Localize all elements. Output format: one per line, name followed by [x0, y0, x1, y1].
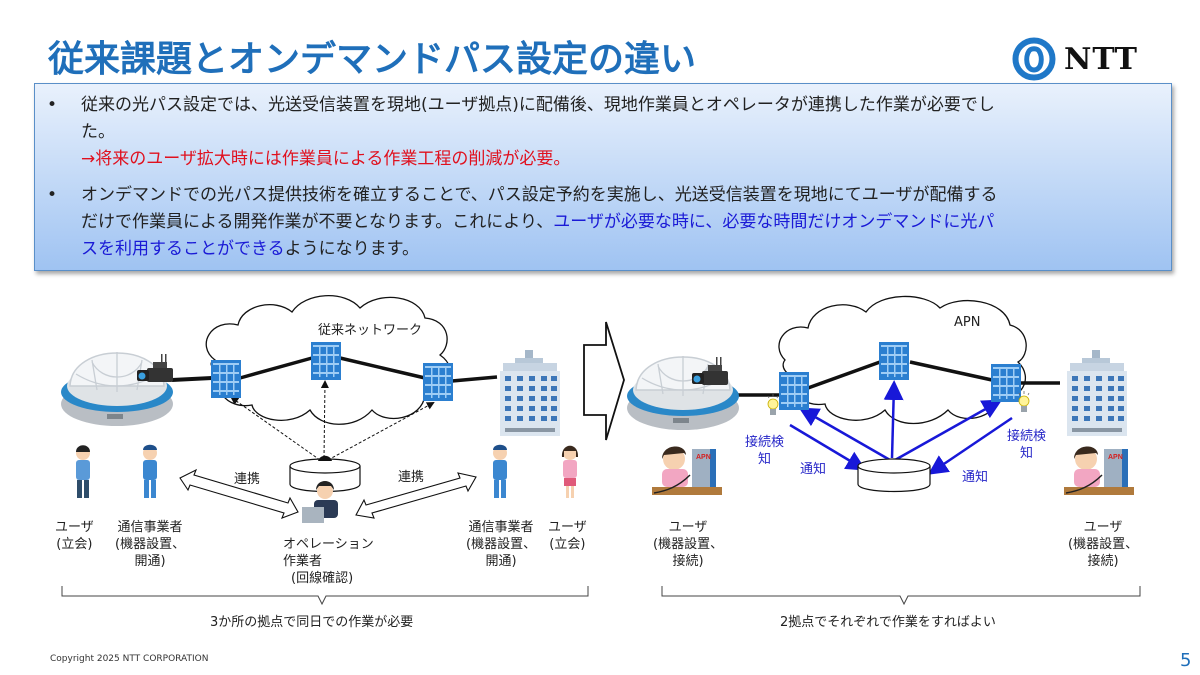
user-right-label-line1: ユーザ — [548, 520, 587, 535]
apn-link-node1-node2 — [807, 360, 881, 390]
page-number: 5 — [1180, 650, 1192, 671]
coordination-label-right: 連携 — [398, 470, 425, 485]
summary-item-1: 従来の光パス設定では、光送受信装置を現地(ユーザ拠点)に配備後、現地作業員とオペ… — [81, 92, 1161, 173]
apn-controller-cylinder — [857, 458, 931, 493]
apn-user-right-label: ユーザ (機器設置、 接続) — [1068, 519, 1138, 570]
ntt-logo-text: NTT — [1064, 41, 1139, 77]
apn-user-left-label: ユーザ (機器設置、 接続) — [653, 519, 723, 570]
legacy-node-3-icon — [423, 363, 453, 401]
coordination-arrow-left — [179, 468, 299, 519]
stadium-dome-right-icon — [626, 355, 740, 431]
bullet-2: • — [47, 185, 58, 205]
detect-label-right-line1: 接続検 — [1007, 429, 1047, 444]
apn-user-right-label-line3: 接続) — [1087, 554, 1119, 569]
carrier-right-label-line3: 開通) — [485, 554, 517, 569]
coordination-arrow-right — [355, 472, 477, 519]
apn-user-left-label-line3: 接続) — [672, 554, 704, 569]
office-building-icon — [500, 350, 560, 436]
operation-server-cylinder — [289, 455, 361, 493]
user-apn-right-icon — [1063, 445, 1135, 496]
user-right-label: ユーザ (立会) — [548, 519, 587, 553]
link-node1-node2 — [239, 356, 313, 380]
user-apn-left-icon — [651, 445, 723, 496]
left-summary-label: 3か所の拠点で同日での作業が必要 — [210, 615, 414, 630]
apn-user-right-label-line1: ユーザ — [1083, 520, 1123, 535]
summary-item-2-line2: だけで作業員による開発作業が不要となります。これにより、ユーザが必要な時に、必要… — [81, 209, 1161, 236]
notify-label-left: 通知 — [800, 462, 827, 477]
summary-item-1-line1: 従来の光パス設定では、光送受信装置を現地(ユーザ拠点)に配備後、現地作業員とオペ… — [81, 95, 995, 115]
ntt-logo-icon — [1012, 37, 1056, 81]
control-arrow-2 — [320, 380, 329, 459]
user-left-label: ユーザ (立会) — [55, 519, 94, 553]
summary-item-2-line1: オンデマンドでの光パス提供技術を確立することで、パス設定予約を実施し、光送受信装… — [81, 185, 998, 205]
detect-label-right-line2: 知 — [1020, 446, 1034, 461]
right-group-brace — [661, 586, 1141, 606]
operator-label-line1: オペレーション — [283, 537, 374, 552]
carrier-left-label-line1: 通信事業者 — [117, 520, 183, 535]
user-left-label-line1: ユーザ — [55, 520, 94, 535]
right-summary-label: 2拠点でそれぞれで作業をすればよい — [780, 615, 996, 630]
control-arrow-apn-1 — [798, 407, 891, 462]
carrier-left-label-line3: 開通) — [134, 554, 166, 569]
carrier-left-label-line2: (機器設置、 — [115, 537, 186, 552]
notify-arrow-left — [789, 423, 867, 471]
carrier-worker-right-icon — [493, 444, 507, 498]
operator-label: オペレーション 作業者 (回線確認) — [283, 536, 374, 587]
user-left-label-line2: (立会) — [56, 537, 93, 552]
summary-item-2-line3-plain: ようになります。 — [284, 239, 419, 259]
legacy-node-1-icon — [211, 360, 241, 398]
connection-detect-bulb-left-icon — [767, 393, 779, 416]
carrier-left-label: 通信事業者 (機器設置、 開通) — [115, 519, 185, 570]
apn-user-left-label-line2: (機器設置、 — [653, 537, 724, 552]
control-arrow-apn-3 — [894, 399, 1003, 462]
detect-label-right: 接続検 知 — [1007, 428, 1046, 462]
user-left-icon — [76, 445, 90, 498]
summary-box: • 従来の光パス設定では、光送受信装置を現地(ユーザ拠点)に配備後、現地作業員と… — [34, 83, 1172, 271]
detect-label-left: 接続検 知 — [745, 434, 784, 468]
summary-item-1-highlight: →将来のユーザ拡大時には作業員による作業工程の削減が必要。 — [81, 149, 571, 169]
apn-network-label: APN — [954, 315, 981, 330]
transition-arrow — [583, 321, 625, 441]
office-building-right-icon — [1067, 350, 1127, 436]
detect-label-left-line2: 知 — [758, 452, 772, 467]
summary-item-2-line2-blue: ユーザが必要な時に、必要な時間だけオンデマンドに光パ — [553, 212, 995, 232]
notify-arrow-right — [927, 416, 1013, 475]
link-node3-building — [451, 375, 498, 383]
control-arrow-1 — [230, 396, 321, 461]
copyright-text: Copyright 2025 NTT CORPORATION — [50, 654, 209, 664]
detect-label-left-line1: 接続検 — [745, 435, 785, 450]
notify-label-right: 通知 — [962, 470, 989, 485]
control-arrow-apn-2 — [883, 380, 904, 459]
legacy-network-label: 従来ネットワーク — [318, 323, 423, 338]
summary-item-2-line3-blue: スを利用することができる — [81, 239, 285, 259]
user-right-label-line2: (立会) — [549, 537, 586, 552]
summary-item-2-line3: スを利用することができるようになります。 — [81, 236, 1161, 263]
bullet-1: • — [47, 95, 58, 115]
ntt-logo: NTT — [1012, 37, 1138, 81]
carrier-right-label-line1: 通信事業者 — [468, 520, 534, 535]
apn-node-1-icon — [779, 372, 809, 410]
apn-user-left-label-line1: ユーザ — [668, 520, 708, 535]
carrier-right-label: 通信事業者 (機器設置、 開通) — [466, 519, 536, 570]
summary-item-1-line2: た。 — [81, 122, 115, 142]
summary-item-2: オンデマンドでの光パス提供技術を確立することで、パス設定予約を実施し、光送受信装… — [81, 182, 1161, 263]
summary-item-2-line2-plain: だけで作業員による開発作業が不要となります。これにより、 — [81, 212, 554, 232]
apn-link-node2-node3 — [909, 360, 993, 382]
apn-node-3-icon — [991, 364, 1021, 402]
carrier-worker-left-icon — [143, 444, 157, 498]
coordination-label-left: 連携 — [234, 472, 261, 487]
operator-label-line3: (回線確認) — [291, 571, 354, 586]
legacy-node-2-icon — [311, 342, 341, 380]
apn-node-2-icon — [879, 342, 909, 380]
page-title: 従来課題とオンデマンドパス設定の違い — [48, 39, 697, 80]
apn-user-right-label-line2: (機器設置、 — [1068, 537, 1139, 552]
operator-icon — [302, 481, 338, 523]
carrier-right-label-line2: (機器設置、 — [466, 537, 537, 552]
operator-label-line2: 作業者 — [283, 554, 323, 569]
user-right-icon — [561, 445, 579, 498]
link-node2-node3 — [339, 356, 426, 380]
left-group-brace — [61, 586, 589, 606]
link-dome-to-node — [171, 376, 213, 382]
